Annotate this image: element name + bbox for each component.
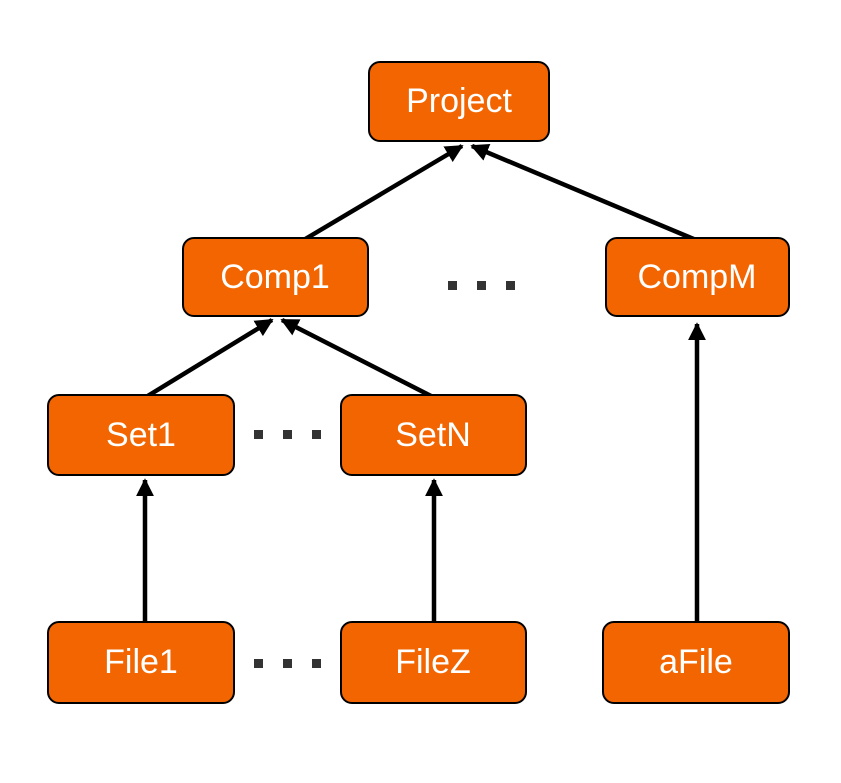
node-file1-label: File1 — [104, 643, 178, 681]
node-compm-label: CompM — [637, 258, 756, 296]
node-project-label: Project — [406, 82, 512, 120]
edge-set1-to-comp1 — [144, 318, 274, 399]
edge-setn-to-comp1 — [280, 317, 435, 400]
node-set1: Set1 — [47, 394, 235, 476]
edge-compm-to-project — [470, 143, 697, 243]
node-setn-label: SetN — [395, 416, 471, 454]
node-afile: aFile — [602, 621, 790, 704]
edge-comp1-to-project — [278, 144, 464, 256]
node-comp1-label: Comp1 — [220, 258, 330, 296]
ellipsis-comp-level — [448, 281, 515, 290]
node-comp1: Comp1 — [182, 237, 369, 317]
node-file1: File1 — [47, 621, 235, 704]
node-project: Project — [368, 61, 550, 142]
node-filez: FileZ — [340, 621, 527, 704]
ellipsis-file-level — [254, 659, 321, 668]
node-setn: SetN — [340, 394, 527, 476]
ellipsis-set-level — [254, 430, 321, 439]
node-afile-label: aFile — [659, 643, 733, 681]
node-compm: CompM — [605, 237, 790, 317]
node-filez-label: FileZ — [395, 643, 471, 681]
node-set1-label: Set1 — [106, 416, 176, 454]
